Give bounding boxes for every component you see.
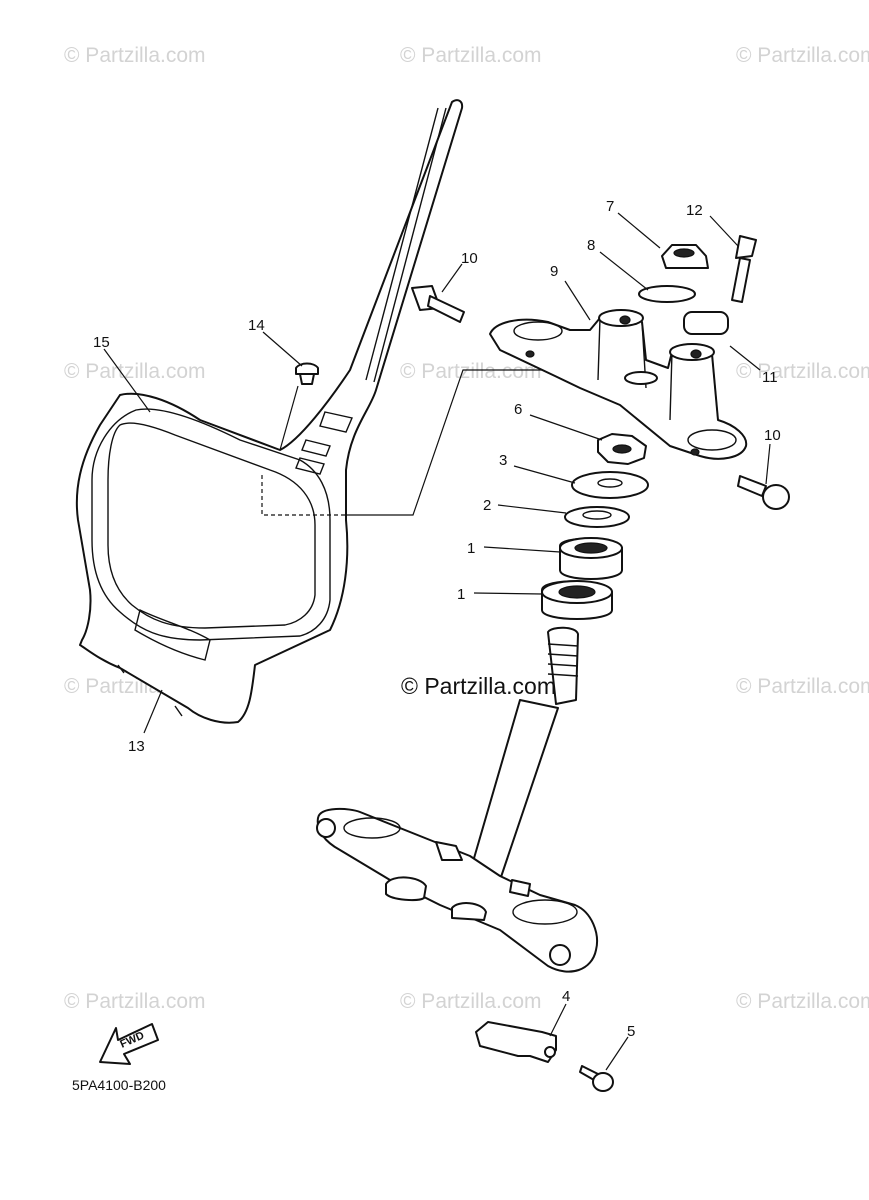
callout-label: 1 (457, 586, 465, 603)
callout-label: 6 (514, 401, 522, 418)
callout-label: 11 (762, 369, 778, 386)
steering-stem (316, 626, 598, 973)
callout-label: 10 (764, 427, 781, 444)
callout-label: 9 (550, 263, 558, 280)
callout-labels: 1 1 2 3 4 5 6 7 8 9 10 10 11 12 13 14 15 (93, 198, 781, 1040)
watermark: © Partzilla.com (400, 44, 542, 67)
callout-label: 3 (499, 452, 507, 469)
watermark: © Partzilla.com (400, 990, 542, 1013)
washer-2 (564, 506, 630, 528)
callout-label: 13 (128, 738, 145, 755)
center-watermark: © Partzilla.com (401, 673, 556, 699)
watermark: © Partzilla.com (64, 360, 206, 383)
bearing-upper (559, 537, 623, 580)
stem-nut (661, 244, 709, 269)
bolt-10-top (411, 285, 465, 323)
lock-nut (597, 433, 647, 465)
number-plate (75, 99, 610, 724)
callout-label: 1 (467, 540, 475, 557)
bolt-14 (295, 362, 319, 385)
fwd-arrow-icon: FWD (99, 1023, 159, 1065)
callout-label: 2 (483, 497, 491, 514)
callout-label: 5 (627, 1023, 635, 1040)
callout-label: 12 (686, 202, 703, 219)
callout-label: 7 (606, 198, 614, 215)
watermark: © Partzilla.com (400, 360, 542, 383)
watermark: © Partzilla.com (736, 675, 869, 698)
washer (638, 285, 696, 303)
watermark: © Partzilla.com (736, 990, 869, 1013)
bolt-10-bottom (737, 475, 790, 510)
cable-guide (475, 1021, 557, 1063)
watermark: © Partzilla.com (64, 44, 206, 67)
upper-bracket (489, 309, 748, 460)
watermark-grid: © Partzilla.com © Partzilla.com © Partzi… (64, 44, 869, 1013)
bolt-5 (579, 1065, 614, 1092)
callout-label: 8 (587, 237, 595, 254)
washer-3 (571, 471, 649, 499)
callout-label: 10 (461, 250, 478, 267)
watermark: © Partzilla.com (736, 44, 869, 67)
callout-label: 15 (93, 334, 110, 351)
diagram-code: 5PA4100-B200 (72, 1077, 166, 1093)
watermark: © Partzilla.com (64, 990, 206, 1013)
leader-lines (103, 212, 771, 1071)
watermark: © Partzilla.com (736, 360, 869, 383)
callout-label: 14 (248, 317, 265, 334)
bolt-12 (731, 235, 757, 303)
bearing-lower (541, 580, 613, 620)
callout-label: 4 (562, 988, 570, 1005)
